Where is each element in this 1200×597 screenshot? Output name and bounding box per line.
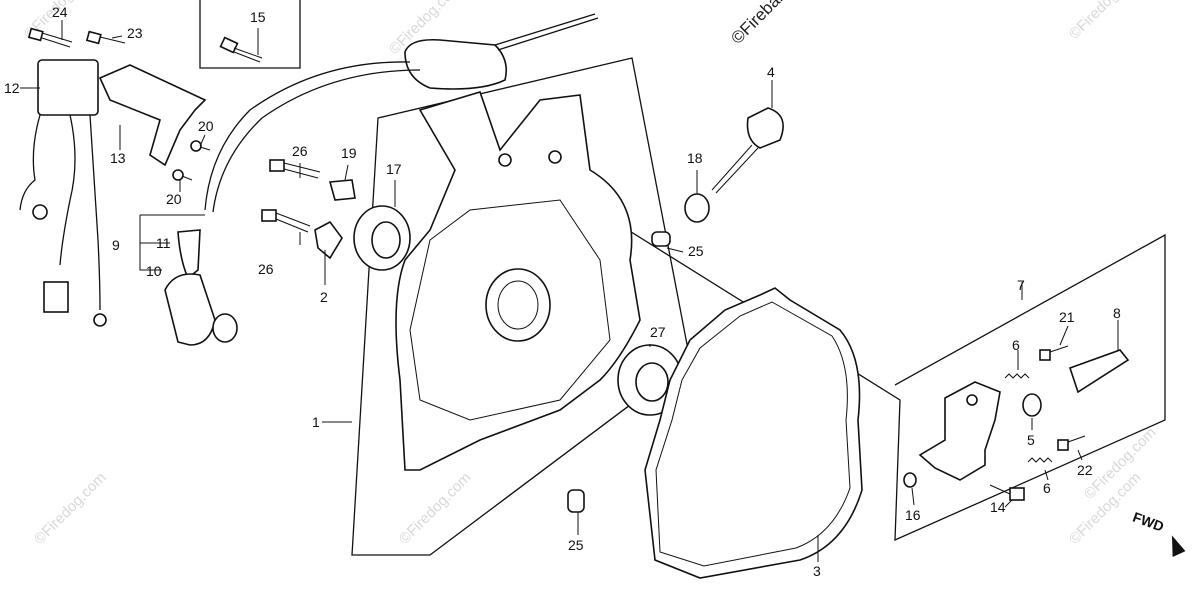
- crankcase-cover-icon: [395, 91, 641, 471]
- washer-icon: [903, 472, 917, 488]
- callout-9: 9: [112, 237, 120, 253]
- watermark-text: ©Firedog.com: [396, 469, 475, 548]
- governor-shaft-icon: [1068, 349, 1130, 394]
- callout-12: 12: [4, 80, 20, 96]
- callout-20-b: 20: [166, 191, 182, 207]
- callout-5: 5: [1027, 432, 1035, 448]
- callout-23: 23: [127, 25, 143, 41]
- bolt-icon: [27, 27, 73, 48]
- bracket-icon: [98, 64, 207, 167]
- callout-7: 7: [1017, 277, 1025, 293]
- bolt-box: [199, 0, 301, 69]
- copyright-text: ©Fireball: [727, 0, 789, 48]
- cover-frame: [351, 57, 691, 556]
- callout-26: 26: [292, 143, 308, 159]
- bolt-icon: [989, 345, 1086, 501]
- bolt-icon: [85, 30, 126, 45]
- fwd-label: FWD: [1131, 509, 1166, 535]
- plate-icon: [314, 220, 343, 260]
- callout-10: 10: [146, 263, 162, 279]
- callout-24: 24: [52, 4, 68, 20]
- collar-icon: [1022, 393, 1042, 417]
- callout-4: 4: [767, 64, 775, 80]
- o-ring-icon: [684, 193, 710, 223]
- callout-3: 3: [813, 563, 821, 579]
- callout-25-b: 25: [568, 537, 584, 553]
- bolt-icon: [261, 159, 321, 233]
- spark-plug-cap-icon: [164, 229, 238, 346]
- clamp-icon: [328, 179, 356, 201]
- governor-arm-icon: [918, 381, 1001, 481]
- ignition-coil-icon: [204, 13, 599, 213]
- bolt-icon: [219, 36, 263, 63]
- callout-19: 19: [341, 145, 357, 161]
- callout-25: 25: [688, 243, 704, 259]
- screw-icon: [172, 140, 211, 181]
- callout-14: 14: [990, 499, 1006, 515]
- watermark-text: ©Firedog.com: [1066, 0, 1145, 43]
- callout-20: 20: [198, 118, 214, 134]
- callout-1: 1: [312, 414, 320, 430]
- dipstick-icon: [711, 107, 784, 194]
- callout-2: 2: [320, 289, 328, 305]
- arrow-icon: [1171, 535, 1186, 558]
- callout-11: 11: [156, 235, 171, 251]
- callout-6: 6: [1012, 337, 1020, 353]
- callout-26-b: 26: [258, 261, 274, 277]
- callout-21: 21: [1059, 309, 1075, 325]
- gasket-icon: [644, 287, 863, 579]
- forward-direction-indicator: FWD: [1131, 509, 1186, 558]
- callout-13: 13: [110, 150, 126, 166]
- spring-icon: [1004, 373, 1053, 463]
- oil-seal-icon: [353, 205, 411, 271]
- callout-15: 15: [250, 9, 266, 25]
- watermark-text: ©Firedog.com: [31, 469, 110, 548]
- callout-18: 18: [687, 150, 703, 166]
- callout-8: 8: [1113, 305, 1121, 321]
- callout-6-b: 6: [1043, 480, 1051, 496]
- callout-17: 17: [386, 161, 402, 177]
- ignition-unit-icon: [19, 59, 107, 327]
- callout-27: 27: [650, 324, 666, 340]
- callout-16: 16: [905, 507, 921, 523]
- callout-labels: 1 2 3 4 5 6 6 7 8 9 10 11 12 13 14 15 16…: [4, 4, 1121, 579]
- leader-lines: [20, 20, 1119, 562]
- callout-22: 22: [1077, 462, 1093, 478]
- dowel-pin-icon: [567, 231, 671, 513]
